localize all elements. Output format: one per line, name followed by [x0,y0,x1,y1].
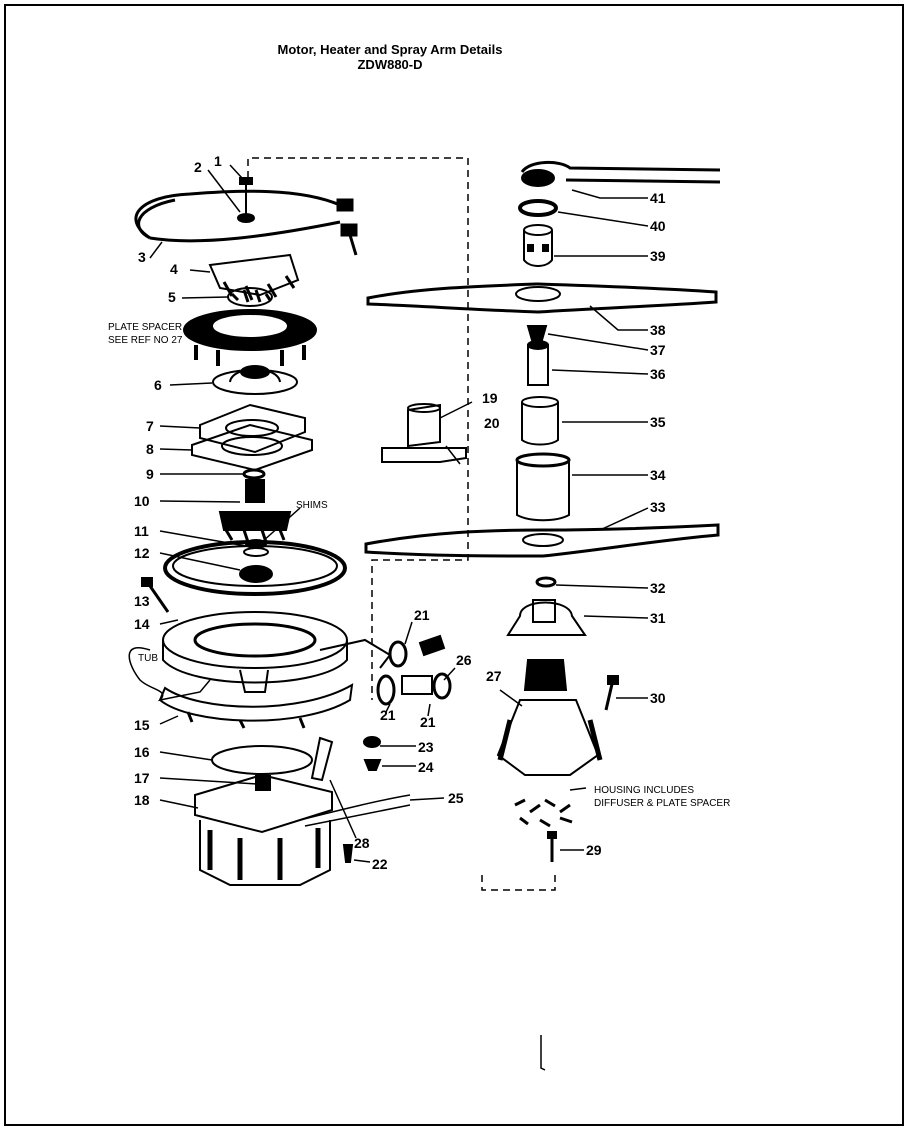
label-part-36: 36 [650,366,666,382]
part-41-supply-tube [520,161,721,187]
part-1-bolt [239,177,253,214]
part-36-tube [527,340,549,386]
label-part-37: 37 [650,342,666,358]
label-part-33: 33 [650,499,666,515]
label-part-32: 32 [650,580,666,596]
part-28-clip [299,736,411,827]
label-part-39: 39 [650,248,666,264]
part-4-cover [208,253,300,301]
part-33-lower-spray-arm [364,523,720,558]
page-border [4,4,904,1126]
diagram-title: Motor, Heater and Spray Arm Details [277,42,503,57]
label-part-30: 30 [650,690,666,706]
part-32-washer [535,576,557,588]
part-16-plate [211,745,313,775]
note-shims: SHIMS [296,500,328,511]
part-23-grommet [363,736,381,748]
label-part-38: 38 [650,322,666,338]
label-part-35: 35 [650,414,666,430]
label-part-23: 23 [418,739,434,755]
note-housing-line2: DIFFUSER & PLATE SPACER [594,798,730,809]
note-housing-line1: HOUSING INCLUDES [594,785,694,796]
label-part-27: 27 [486,668,502,684]
assembly-dashed-lines [247,157,556,891]
part-6-filter [212,365,298,395]
label-part-18: 18 [134,792,150,808]
part-number-labels: 1 2 3 4 5 6 7 8 9 10 11 12 13 14 15 16 1… [134,153,666,872]
part-39-nut [523,224,553,267]
part-14-sump [162,611,392,693]
part-37-bearing [526,325,548,341]
label-part-28: 28 [354,835,370,851]
part-7-plate [199,403,306,454]
part-35-tube [521,396,559,446]
label-part-2: 2 [194,159,202,175]
diffuser-plate-spacer [514,798,573,828]
stray-mark [540,1035,546,1071]
label-part-8: 8 [146,441,154,457]
label-part-13: 13 [134,593,150,609]
part-40-ring [518,199,558,217]
label-part-12: 12 [134,545,150,561]
label-part-22: 22 [372,856,388,872]
part-38-upper-spray-arm [366,282,718,314]
part-2-washer [237,213,255,223]
label-part-34: 34 [650,467,666,483]
part-29-screw [547,831,557,862]
label-part-20: 20 [484,415,500,431]
label-part-29: 29 [586,842,602,858]
part-8-gasket [191,423,313,472]
label-part-26: 26 [456,652,472,668]
part-24-screw [363,759,382,771]
label-part-1: 1 [214,153,222,169]
label-part-9: 9 [146,466,154,482]
plate-spacer [183,309,317,366]
label-part-17: 17 [134,770,150,786]
label-part-25: 25 [448,790,464,806]
label-part-15: 15 [134,717,150,733]
diagram-notes: PLATE SPACER SEE REF NO 27 SHIMS TUB HOU… [108,322,730,809]
label-part-21-c: 21 [420,714,436,730]
label-part-24: 24 [418,759,434,775]
part-20-bracket [381,447,467,463]
note-plate-spacer-line1: PLATE SPACER [108,322,182,333]
part-15-bracket [158,683,354,729]
label-part-31: 31 [650,610,666,626]
label-part-11: 11 [134,523,149,539]
part-19-block [407,403,441,448]
label-part-4: 4 [170,261,178,277]
label-part-19: 19 [482,390,498,406]
part-27-housing [496,659,603,776]
part-22-screw [342,844,354,863]
label-part-3: 3 [138,249,146,265]
part-10-pump-impeller [218,479,292,543]
note-plate-spacer-line2: SEE REF NO 27 [108,335,183,346]
label-part-6: 6 [154,377,162,393]
part-34-tube [515,452,571,522]
part-18-motor [199,820,331,886]
label-part-41: 41 [650,190,666,206]
part-13-bolt [141,577,170,613]
part-9-seal [242,468,266,480]
part-31-hub [506,599,587,636]
part-3-heater-element [134,189,358,256]
label-part-10: 10 [134,493,150,509]
label-part-14: 14 [134,616,150,632]
part-21-clamp-a [388,634,446,668]
part-30-screw [604,675,619,711]
label-part-5: 5 [168,289,176,305]
label-part-16: 16 [134,744,150,760]
label-part-7: 7 [146,418,154,434]
label-part-40: 40 [650,218,666,234]
leader-lines [149,164,649,863]
note-tub: TUB [138,653,158,664]
part-17-motor-top [194,773,333,834]
label-part-21-b: 21 [380,707,396,723]
part-26-hose [376,672,452,706]
part-12-ring [163,540,347,596]
label-part-21-a: 21 [414,607,430,623]
model-number: ZDW880-D [357,57,423,72]
